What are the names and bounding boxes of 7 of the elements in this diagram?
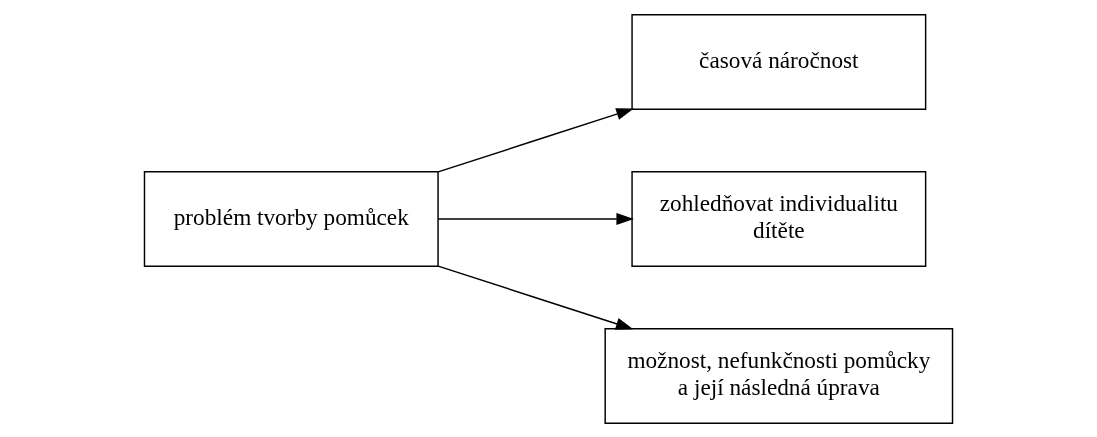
node-box: zohledňovat individualitu dítěte (631, 170, 927, 267)
node-box: možnost, nefunkčnosti pomůcky a její následná úprava (604, 327, 954, 424)
arrow (437, 264, 634, 330)
node-box: problém tvorby pomůcek (143, 170, 439, 267)
arrow (437, 212, 634, 225)
node-box: časová náročnost (631, 13, 927, 110)
arrow (437, 107, 634, 173)
